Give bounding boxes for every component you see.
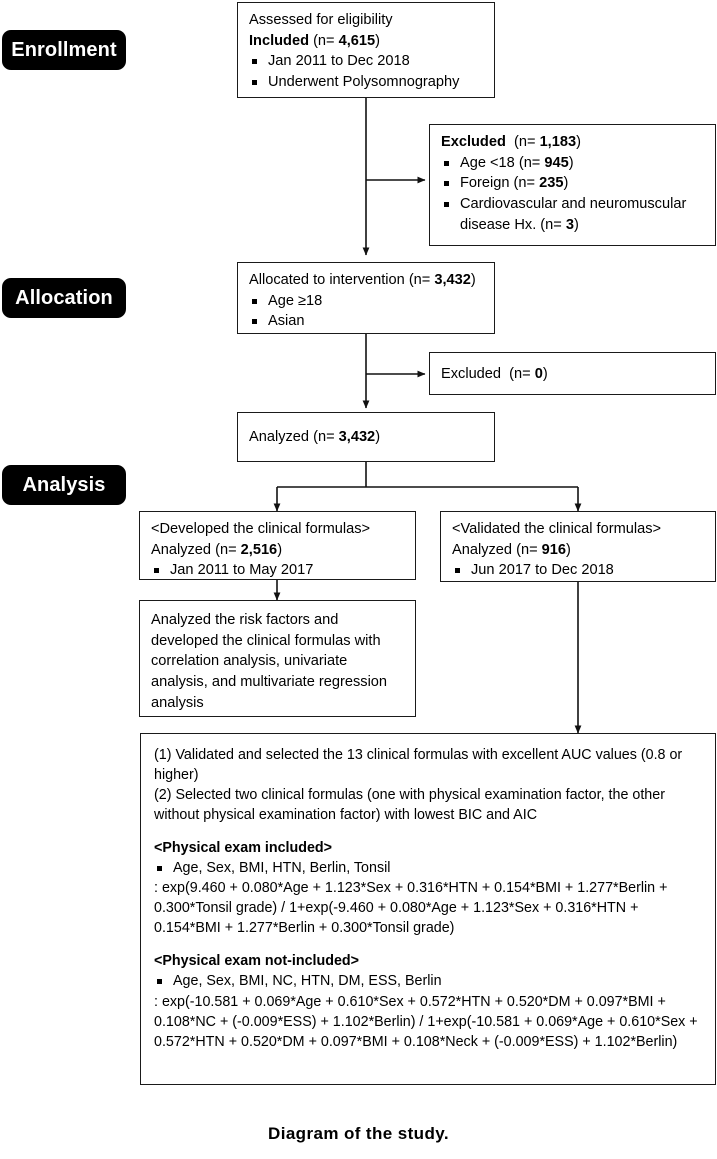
stage-badge-analysis: Analysis bbox=[2, 465, 126, 505]
allocated-count: 3,432 bbox=[434, 272, 471, 288]
developed-analyzed-line: Analyzed (n= 2,516) bbox=[151, 540, 405, 561]
developed-bullet-list: Jan 2011 to May 2017 bbox=[151, 560, 405, 581]
excluded1-b1-value: 235 bbox=[539, 175, 564, 192]
allocated-bullet-list: Age ≥18 Asian bbox=[249, 291, 484, 332]
pe-excluded-header: <Physical exam not-included> bbox=[154, 953, 359, 970]
excluded2-paren-open: (n= bbox=[509, 365, 535, 382]
node-analyzed-total: Analyzed (n= 3,432) bbox=[237, 412, 495, 462]
pe-included-formula: : exp(9.460 + 0.080*Age + 1.123*Sex + 0.… bbox=[154, 880, 668, 937]
node-final-results: (1) Validated and selected the 13 clinic… bbox=[140, 733, 716, 1085]
analyzed-total-count: 3,432 bbox=[338, 429, 376, 446]
list-item: Age, Sex, BMI, HTN, Berlin, Tonsil bbox=[154, 858, 703, 878]
list-item: Underwent Polysomnography bbox=[249, 72, 484, 93]
excluded1-b1-suffix: ) bbox=[563, 175, 569, 192]
stage-badge-enrollment: Enrollment bbox=[2, 30, 126, 70]
node-developed-formulas: <Developed the clinical formulas> Analyz… bbox=[139, 511, 416, 580]
analyzed-total-text: Analyzed (n= bbox=[249, 429, 339, 446]
developed-analyzed-suffix: ) bbox=[277, 541, 283, 558]
validated-bullet-list: Jun 2017 to Dec 2018 bbox=[452, 560, 705, 581]
validated-analyzed-suffix: ) bbox=[566, 541, 571, 558]
node-allocated-to-intervention: Allocated to intervention (n= 3,432) Age… bbox=[237, 262, 495, 334]
analyzed-total-suffix: ) bbox=[375, 429, 381, 446]
stage-badge-analysis-label: Analysis bbox=[22, 473, 106, 496]
excluded1-b0-value: 945 bbox=[544, 154, 569, 171]
list-item: Jan 2011 to May 2017 bbox=[151, 560, 405, 581]
excluded2-count: 0 bbox=[534, 365, 543, 382]
developed-header: <Developed the clinical formulas> bbox=[151, 521, 371, 537]
developed-analyzed-text: Analyzed (n= bbox=[151, 541, 241, 558]
excluded2-title: Excluded (n= 0) bbox=[441, 364, 548, 385]
assessed-included-line: Included (n= 4,615) bbox=[249, 31, 484, 52]
stage-badge-enrollment-label: Enrollment bbox=[11, 38, 117, 61]
validated-header: <Validated the clinical formulas> bbox=[452, 521, 662, 537]
excluded1-b2-value: 3 bbox=[565, 216, 574, 233]
excluded1-b0-suffix: ) bbox=[568, 154, 574, 171]
pe-included-header: <Physical exam included> bbox=[154, 840, 333, 857]
list-item: Jan 2011 to Dec 2018 bbox=[249, 51, 484, 72]
allocated-title: Allocated to intervention (n= 3,432) bbox=[249, 270, 484, 291]
list-item: Foreign (n= 235) bbox=[441, 173, 705, 194]
excluded1-paren-open: (n= bbox=[514, 134, 540, 150]
pe-excluded-bullet-list: Age, Sex, BMI, NC, HTN, DM, ESS, Berlin bbox=[154, 971, 703, 991]
node-excluded-initial: Excluded (n= 1,183) Age <18 (n= 945) For… bbox=[429, 124, 716, 246]
assessed-included-paren-open: (n= bbox=[313, 32, 339, 49]
stage-badge-allocation-label: Allocation bbox=[15, 286, 113, 309]
spacer bbox=[154, 938, 703, 951]
node-excluded-allocation: Excluded (n= 0) bbox=[429, 352, 716, 395]
excluded1-b0-text: Age <18 (n= bbox=[460, 154, 545, 171]
excluded1-bullet-list: Age <18 (n= 945) Foreign (n= 235) Cardio… bbox=[441, 153, 705, 236]
results-item-2: (2) Selected two clinical formulas (one … bbox=[154, 787, 665, 824]
list-item: Age ≥18 bbox=[249, 291, 484, 312]
list-item: Asian bbox=[249, 311, 484, 332]
developed-analyzed-count: 2,516 bbox=[240, 541, 278, 558]
allocated-title-text: Allocated to intervention (n= bbox=[249, 272, 435, 288]
pe-included-bullet-list: Age, Sex, BMI, HTN, Berlin, Tonsil bbox=[154, 858, 703, 878]
assessed-bullet-list: Jan 2011 to Dec 2018 Underwent Polysomno… bbox=[249, 51, 484, 92]
excluded1-b2-suffix: ) bbox=[573, 216, 579, 233]
list-item: Cardiovascular and neuromuscular disease… bbox=[441, 194, 705, 235]
pe-excluded-formula: : exp(-10.581 + 0.069*Age + 0.610*Sex + … bbox=[154, 993, 698, 1050]
excluded1-title: Excluded (n= 1,183) bbox=[441, 132, 705, 153]
excluded2-label: Excluded bbox=[441, 365, 502, 382]
node-assessed-for-eligibility: Assessed for eligibility Included (n= 4,… bbox=[237, 2, 495, 98]
spacer bbox=[154, 825, 703, 838]
list-item: Age <18 (n= 945) bbox=[441, 153, 705, 174]
assessed-included-paren-close: ) bbox=[375, 32, 381, 49]
excluded2-paren-close: ) bbox=[542, 365, 548, 382]
validated-analyzed-text: Analyzed (n= bbox=[452, 541, 542, 558]
excluded1-b1-text: Foreign (n= bbox=[460, 175, 540, 192]
analyzed-total-title: Analyzed (n= 3,432) bbox=[249, 427, 380, 448]
node-risk-factor-analysis: Analyzed the risk factors and developed … bbox=[139, 600, 416, 717]
allocated-title-suffix: ) bbox=[470, 272, 476, 288]
excluded1-label: Excluded bbox=[441, 134, 506, 150]
node-validated-formulas: <Validated the clinical formulas> Analyz… bbox=[440, 511, 716, 582]
list-item: Jun 2017 to Dec 2018 bbox=[452, 560, 705, 581]
excluded1-b2-text: Cardiovascular and neuromuscular disease… bbox=[460, 196, 687, 233]
risk-factors-text: Analyzed the risk factors and developed … bbox=[151, 612, 388, 711]
validated-analyzed-line: Analyzed (n= 916) bbox=[452, 540, 705, 561]
assessed-included-count: 4,615 bbox=[338, 32, 376, 49]
validated-analyzed-count: 916 bbox=[541, 541, 567, 558]
list-item: Age, Sex, BMI, NC, HTN, DM, ESS, Berlin bbox=[154, 971, 703, 991]
excluded1-count: 1,183 bbox=[539, 134, 577, 150]
excluded1-paren-close: ) bbox=[576, 134, 581, 150]
results-item-1: (1) Validated and selected the 13 clinic… bbox=[154, 747, 683, 784]
assessed-title: Assessed for eligibility bbox=[249, 12, 393, 28]
assessed-included-label: Included bbox=[249, 32, 309, 49]
stage-badge-allocation: Allocation bbox=[2, 278, 126, 318]
figure-caption: Diagram of the study. bbox=[268, 1124, 449, 1143]
